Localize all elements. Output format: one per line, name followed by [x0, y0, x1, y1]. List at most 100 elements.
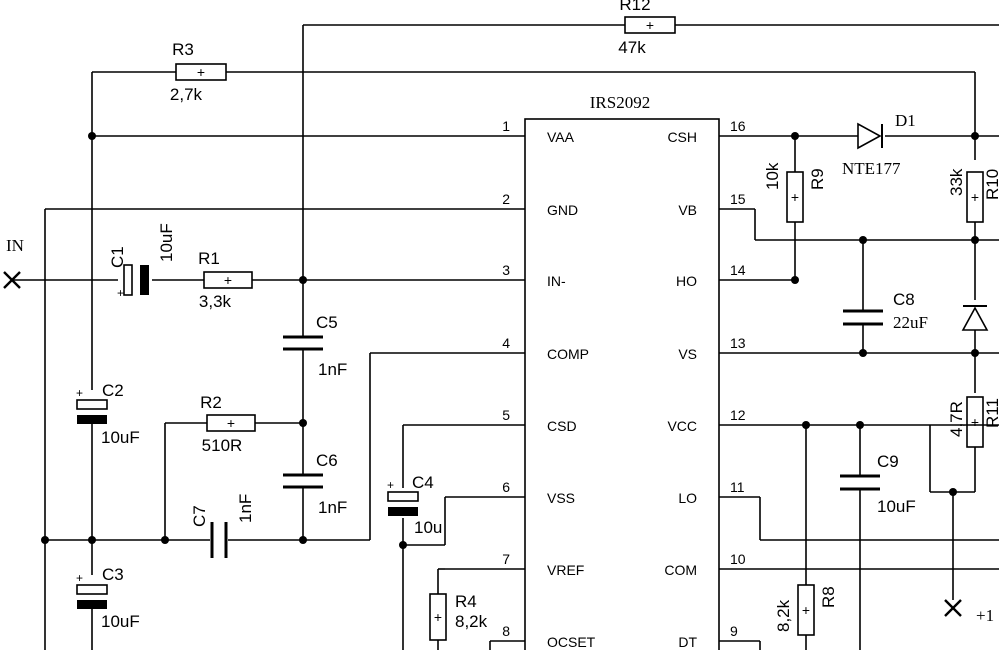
svg-text:+: + — [76, 571, 83, 585]
d1-value: NTE177 — [842, 159, 901, 178]
r10-value: 33k — [947, 168, 966, 196]
capacitor-c9 — [840, 474, 880, 491]
resistor-r3: + — [175, 63, 227, 81]
c5-name: C5 — [316, 313, 338, 332]
ic-left-pins — [445, 135, 525, 642]
pin-name-vs: VS — [678, 346, 697, 362]
svg-text:+: + — [802, 602, 810, 618]
c2-value: 10uF — [101, 428, 140, 447]
resistor-r10: + — [966, 171, 984, 223]
r1-value: 3,3k — [199, 292, 232, 311]
left-wiring — [12, 24, 999, 650]
right-wiring — [754, 72, 999, 650]
r11-name: R11 — [983, 398, 999, 428]
pin-num-14: 14 — [730, 262, 746, 278]
r8-value: 8,2k — [774, 599, 793, 632]
svg-text:+: + — [434, 609, 442, 625]
r12-value: 47k — [618, 38, 646, 57]
d1-name: D1 — [895, 111, 916, 130]
capacitor-c8 — [843, 309, 883, 326]
pin-name-gnd: GND — [547, 202, 578, 218]
capacitor-c2: + — [76, 386, 108, 424]
pin-num-9: 9 — [730, 623, 738, 639]
pin-name-csd: CSD — [547, 418, 577, 434]
svg-text:+: + — [197, 64, 205, 80]
r8-name: R8 — [819, 586, 838, 608]
pin-num-5: 5 — [502, 407, 510, 423]
c9-value: 10uF — [877, 497, 916, 516]
c8-value: 22uF — [893, 313, 928, 332]
input-terminal-cross-icon — [3, 271, 21, 289]
svg-text:+: + — [117, 286, 124, 300]
resistor-r4: + — [429, 593, 447, 641]
supply-label: +1 — [976, 606, 994, 625]
pin-num-1: 1 — [502, 118, 510, 134]
c5-value: 1nF — [318, 360, 347, 379]
svg-text:+: + — [971, 414, 979, 430]
svg-text:+: + — [76, 386, 83, 400]
ic-body — [524, 118, 720, 650]
c7-name: C7 — [190, 505, 209, 527]
pin-name-lo: LO — [678, 490, 697, 506]
pin-num-6: 6 — [502, 479, 510, 495]
pin-num-10: 10 — [730, 551, 746, 567]
diode-vertical — [961, 305, 989, 331]
resistor-r12: + — [624, 16, 676, 34]
pin-name-dt: DT — [678, 634, 697, 650]
r11-value: 4,7R — [947, 401, 966, 437]
capacitor-c5 — [283, 335, 323, 351]
svg-text:+: + — [387, 478, 394, 492]
c6-value: 1nF — [318, 498, 347, 517]
pin-num-16: 16 — [730, 118, 746, 134]
r4-name: R4 — [455, 592, 477, 611]
r4-value: 8,2k — [455, 612, 488, 631]
c1-value: 10uF — [157, 223, 176, 262]
capacitor-c7 — [210, 522, 228, 558]
svg-text:+: + — [646, 17, 654, 33]
pin-name-in: IN- — [547, 273, 566, 289]
r2-value: 510R — [202, 436, 243, 455]
pin-name-com: COM — [664, 562, 697, 578]
resistor-r11: + — [966, 396, 984, 448]
r3-value: 2,7k — [170, 85, 203, 104]
r9-name: R9 — [808, 168, 827, 190]
c6-name: C6 — [316, 451, 338, 470]
c2-name: C2 — [102, 381, 124, 400]
r1-name: R1 — [198, 249, 220, 268]
resistor-r1: + — [203, 271, 253, 289]
r2-name: R2 — [200, 393, 222, 412]
pin-name-ho: HO — [676, 273, 697, 289]
c4-value: 10u — [414, 518, 442, 537]
c3-value: 10uF — [101, 612, 140, 631]
capacitor-c4: + — [387, 478, 419, 516]
c8-name: C8 — [893, 290, 915, 309]
pin-name-csh: CSH — [667, 129, 697, 145]
supply-terminal-cross-icon — [944, 599, 962, 617]
pin-num-11: 11 — [730, 479, 745, 495]
svg-text:+: + — [971, 189, 979, 205]
r12-name: R12 — [619, 0, 650, 14]
c9-name: C9 — [877, 452, 899, 471]
ic-title: IRS2092 — [590, 93, 650, 112]
pin-name-vref: VREF — [547, 562, 584, 578]
svg-text:+: + — [227, 415, 235, 431]
input-label: IN — [6, 236, 24, 255]
pin-num-7: 7 — [502, 551, 510, 567]
c1-name: C1 — [108, 246, 127, 268]
pin-num-8: 8 — [502, 623, 510, 639]
pin-num-3: 3 — [502, 262, 510, 278]
r3-name: R3 — [172, 40, 194, 59]
pin-name-vcc: VCC — [667, 418, 697, 434]
pin-name-vss: VSS — [547, 490, 575, 506]
svg-text:+: + — [791, 189, 799, 205]
capacitor-c3: + — [76, 571, 108, 609]
pin-name-vb: VB — [678, 202, 697, 218]
pin-num-15: 15 — [730, 191, 746, 207]
pin-num-2: 2 — [502, 191, 510, 207]
pin-num-4: 4 — [502, 335, 510, 351]
pin-name-comp: COMP — [547, 346, 589, 362]
c4-name: C4 — [412, 473, 434, 492]
capacitor-c6 — [283, 473, 323, 489]
capacitor-c1: + — [117, 264, 149, 300]
